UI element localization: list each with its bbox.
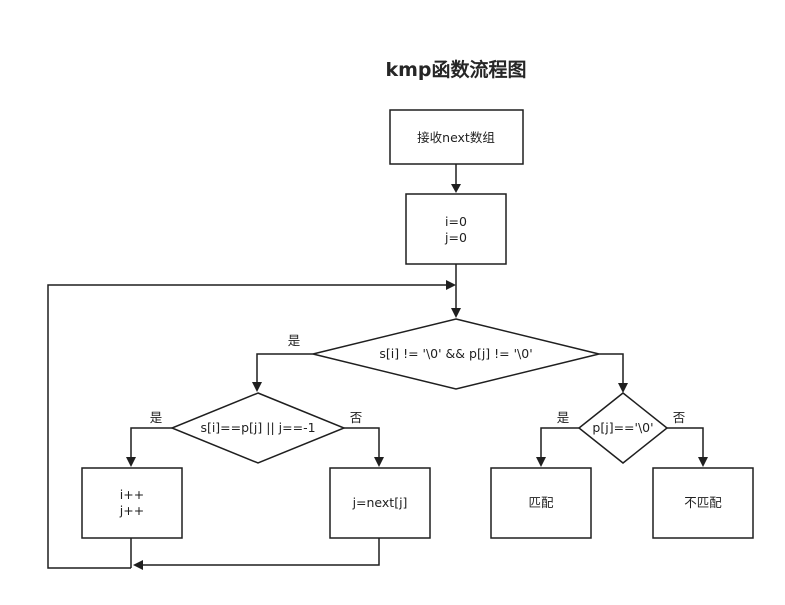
edge-loop-back (47, 284, 446, 569)
node-init-label-line2: j=0 (444, 230, 467, 245)
edge-label-match-yes: 是 (150, 410, 163, 425)
arrowhead-matched (536, 457, 546, 467)
node-matched: 匹配 (490, 467, 592, 539)
edge-match-yes (130, 427, 172, 457)
node-increment-box (81, 467, 183, 539)
edge-loop-no (599, 353, 624, 383)
node-loop-condition-diamond (312, 318, 600, 390)
node-loop-condition: s[i] != '\0' && p[j] != '\0' (312, 318, 600, 390)
node-end-condition: p[j]=='\0' (577, 392, 669, 464)
node-receive-next-label: 接收next数组 (417, 130, 495, 145)
node-jump-next-box (329, 467, 431, 539)
node-end-condition-diamond (577, 392, 669, 464)
arrowhead-match-cond (252, 382, 262, 392)
node-init-label-line1: i=0 (445, 214, 467, 229)
edge-label-loop-yes: 是 (288, 333, 301, 348)
arrowhead-jump-next (374, 457, 384, 467)
arrowhead-not-matched (698, 457, 708, 467)
edge-label-match-no: 否 (350, 410, 363, 425)
edge-end-yes (540, 427, 579, 457)
edge-end-no (667, 427, 704, 457)
node-receive-next: 接收next数组 (389, 109, 524, 165)
edges (47, 164, 708, 570)
node-increment-label-line2: j++ (119, 503, 144, 518)
edge-label-end-yes: 是 (557, 410, 570, 425)
node-loop-condition-label: s[i] != '\0' && p[j] != '\0' (379, 346, 532, 361)
arrowhead-loop (451, 308, 461, 318)
arrowhead-end-cond (618, 383, 628, 393)
diagram-title: kmp函数流程图 (385, 58, 526, 81)
node-not-matched: 不匹配 (652, 467, 754, 539)
node-init-box (405, 193, 507, 265)
edge-loop-yes (256, 353, 313, 382)
edge-jump-to-merge (143, 538, 380, 566)
node-match-condition: s[i]==p[j] || j==-1 (170, 392, 346, 464)
node-increment: i++ j++ (81, 467, 183, 539)
node-matched-label: 匹配 (528, 495, 554, 510)
node-increment-label-line1: i++ (120, 487, 144, 502)
arrowhead-increment (126, 457, 136, 467)
arrowhead-loop-back (446, 280, 456, 290)
node-jump-next-label: j=next[j] (352, 495, 408, 510)
node-receive-next-box (389, 109, 524, 165)
node-jump-next: j=next[j] (329, 467, 431, 539)
arrowhead-init (451, 184, 461, 193)
node-not-matched-label: 不匹配 (684, 495, 722, 510)
node-end-condition-label: p[j]=='\0' (592, 420, 653, 435)
node-init: i=0 j=0 (405, 193, 507, 265)
node-not-matched-box (652, 467, 754, 539)
node-match-condition-diamond (170, 392, 346, 464)
edge-match-no (344, 427, 380, 457)
arrowhead-merge (133, 560, 143, 570)
node-matched-box (490, 467, 592, 539)
node-match-condition-label: s[i]==p[j] || j==-1 (200, 420, 315, 435)
edge-label-end-no: 否 (673, 410, 686, 425)
